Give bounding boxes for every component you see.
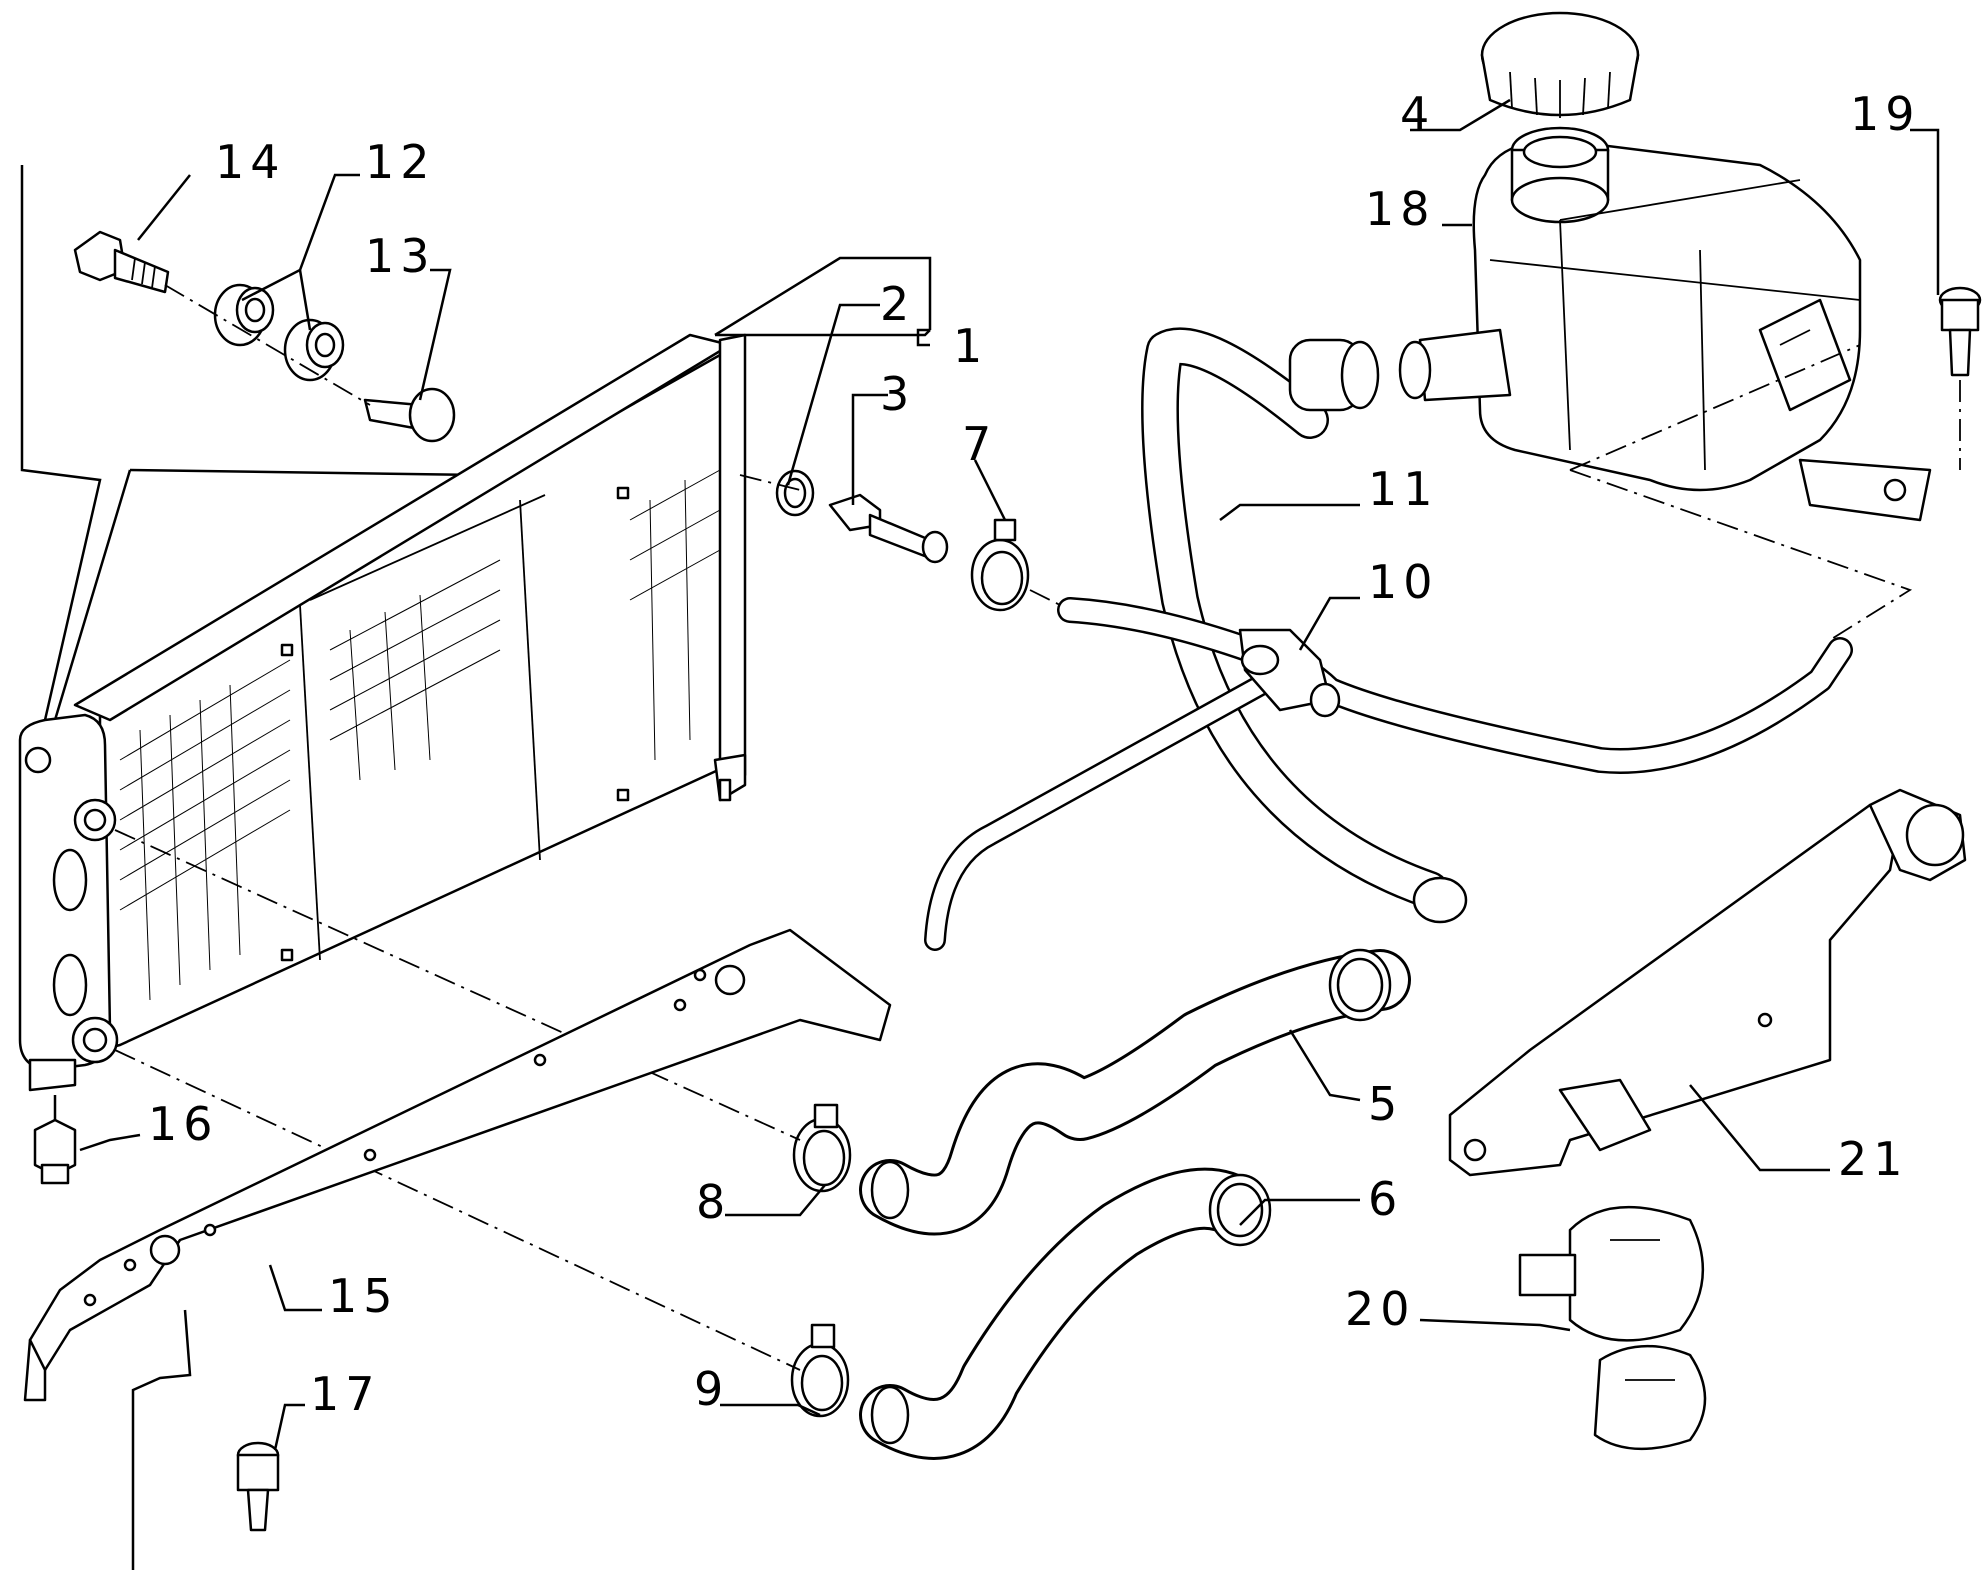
mounting-bolt-14 [73, 230, 170, 294]
part-label-14: 14 [215, 135, 286, 189]
hose-11 [1141, 327, 1468, 924]
hose-clamp-8 [792, 1103, 852, 1193]
crossmember-15 [23, 928, 892, 1402]
hose-clamp-9 [790, 1323, 850, 1418]
part-label-21: 21 [1838, 1132, 1909, 1186]
part-label-4: 4 [1400, 87, 1435, 141]
locating-pin-13 [363, 387, 456, 443]
tank-mounting-dashlines [1569, 344, 1961, 641]
o-ring-2 [775, 469, 815, 517]
rubber-bushing-12b [283, 318, 345, 382]
leader-lines [79, 98, 1940, 1451]
hose-clamp-7 [970, 518, 1030, 612]
radiator-core-mesh [119, 469, 721, 1001]
part-label-19: 19 [1850, 87, 1921, 141]
part-label-9: 9 [694, 1362, 729, 1416]
part-label-12: 12 [365, 135, 436, 189]
nut-16 [33, 1095, 77, 1185]
bracket-21 [1448, 788, 1967, 1177]
expansion-tank-cap-4 [1480, 11, 1640, 118]
bleed-screw-3 [828, 493, 949, 564]
hose-5 [859, 948, 1411, 1236]
frame-reference-lines [20, 165, 481, 721]
part-label-7: 7 [962, 417, 997, 471]
hose-10 [924, 597, 1853, 951]
radiator [18, 333, 747, 1092]
tank-screw-19 [1938, 286, 1982, 377]
part-label-2: 2 [880, 277, 915, 331]
part-labels: 1 2 3 4 5 6 7 8 9 10 11 12 13 14 15 16 1… [148, 87, 1921, 1421]
part-label-5: 5 [1368, 1077, 1403, 1131]
part-label-10: 10 [1368, 555, 1439, 609]
stud-17 [236, 1441, 280, 1532]
part-label-13: 13 [365, 229, 436, 283]
expansion-tank-18 [1398, 126, 1932, 522]
part-label-8: 8 [696, 1175, 731, 1229]
part-label-11: 11 [1368, 462, 1439, 516]
part-label-3: 3 [880, 367, 915, 421]
part-label-6: 6 [1368, 1172, 1403, 1226]
part-label-18: 18 [1365, 182, 1436, 236]
part-label-20: 20 [1345, 1282, 1416, 1336]
part-label-16: 16 [148, 1097, 219, 1151]
part-label-1: 1 [953, 319, 988, 373]
rubber-bushing-12a [213, 283, 275, 347]
hose-6 [859, 1167, 1272, 1460]
hose-clip-20 [1518, 1205, 1707, 1451]
part-label-15: 15 [328, 1269, 399, 1323]
part-label-17: 17 [310, 1367, 381, 1421]
